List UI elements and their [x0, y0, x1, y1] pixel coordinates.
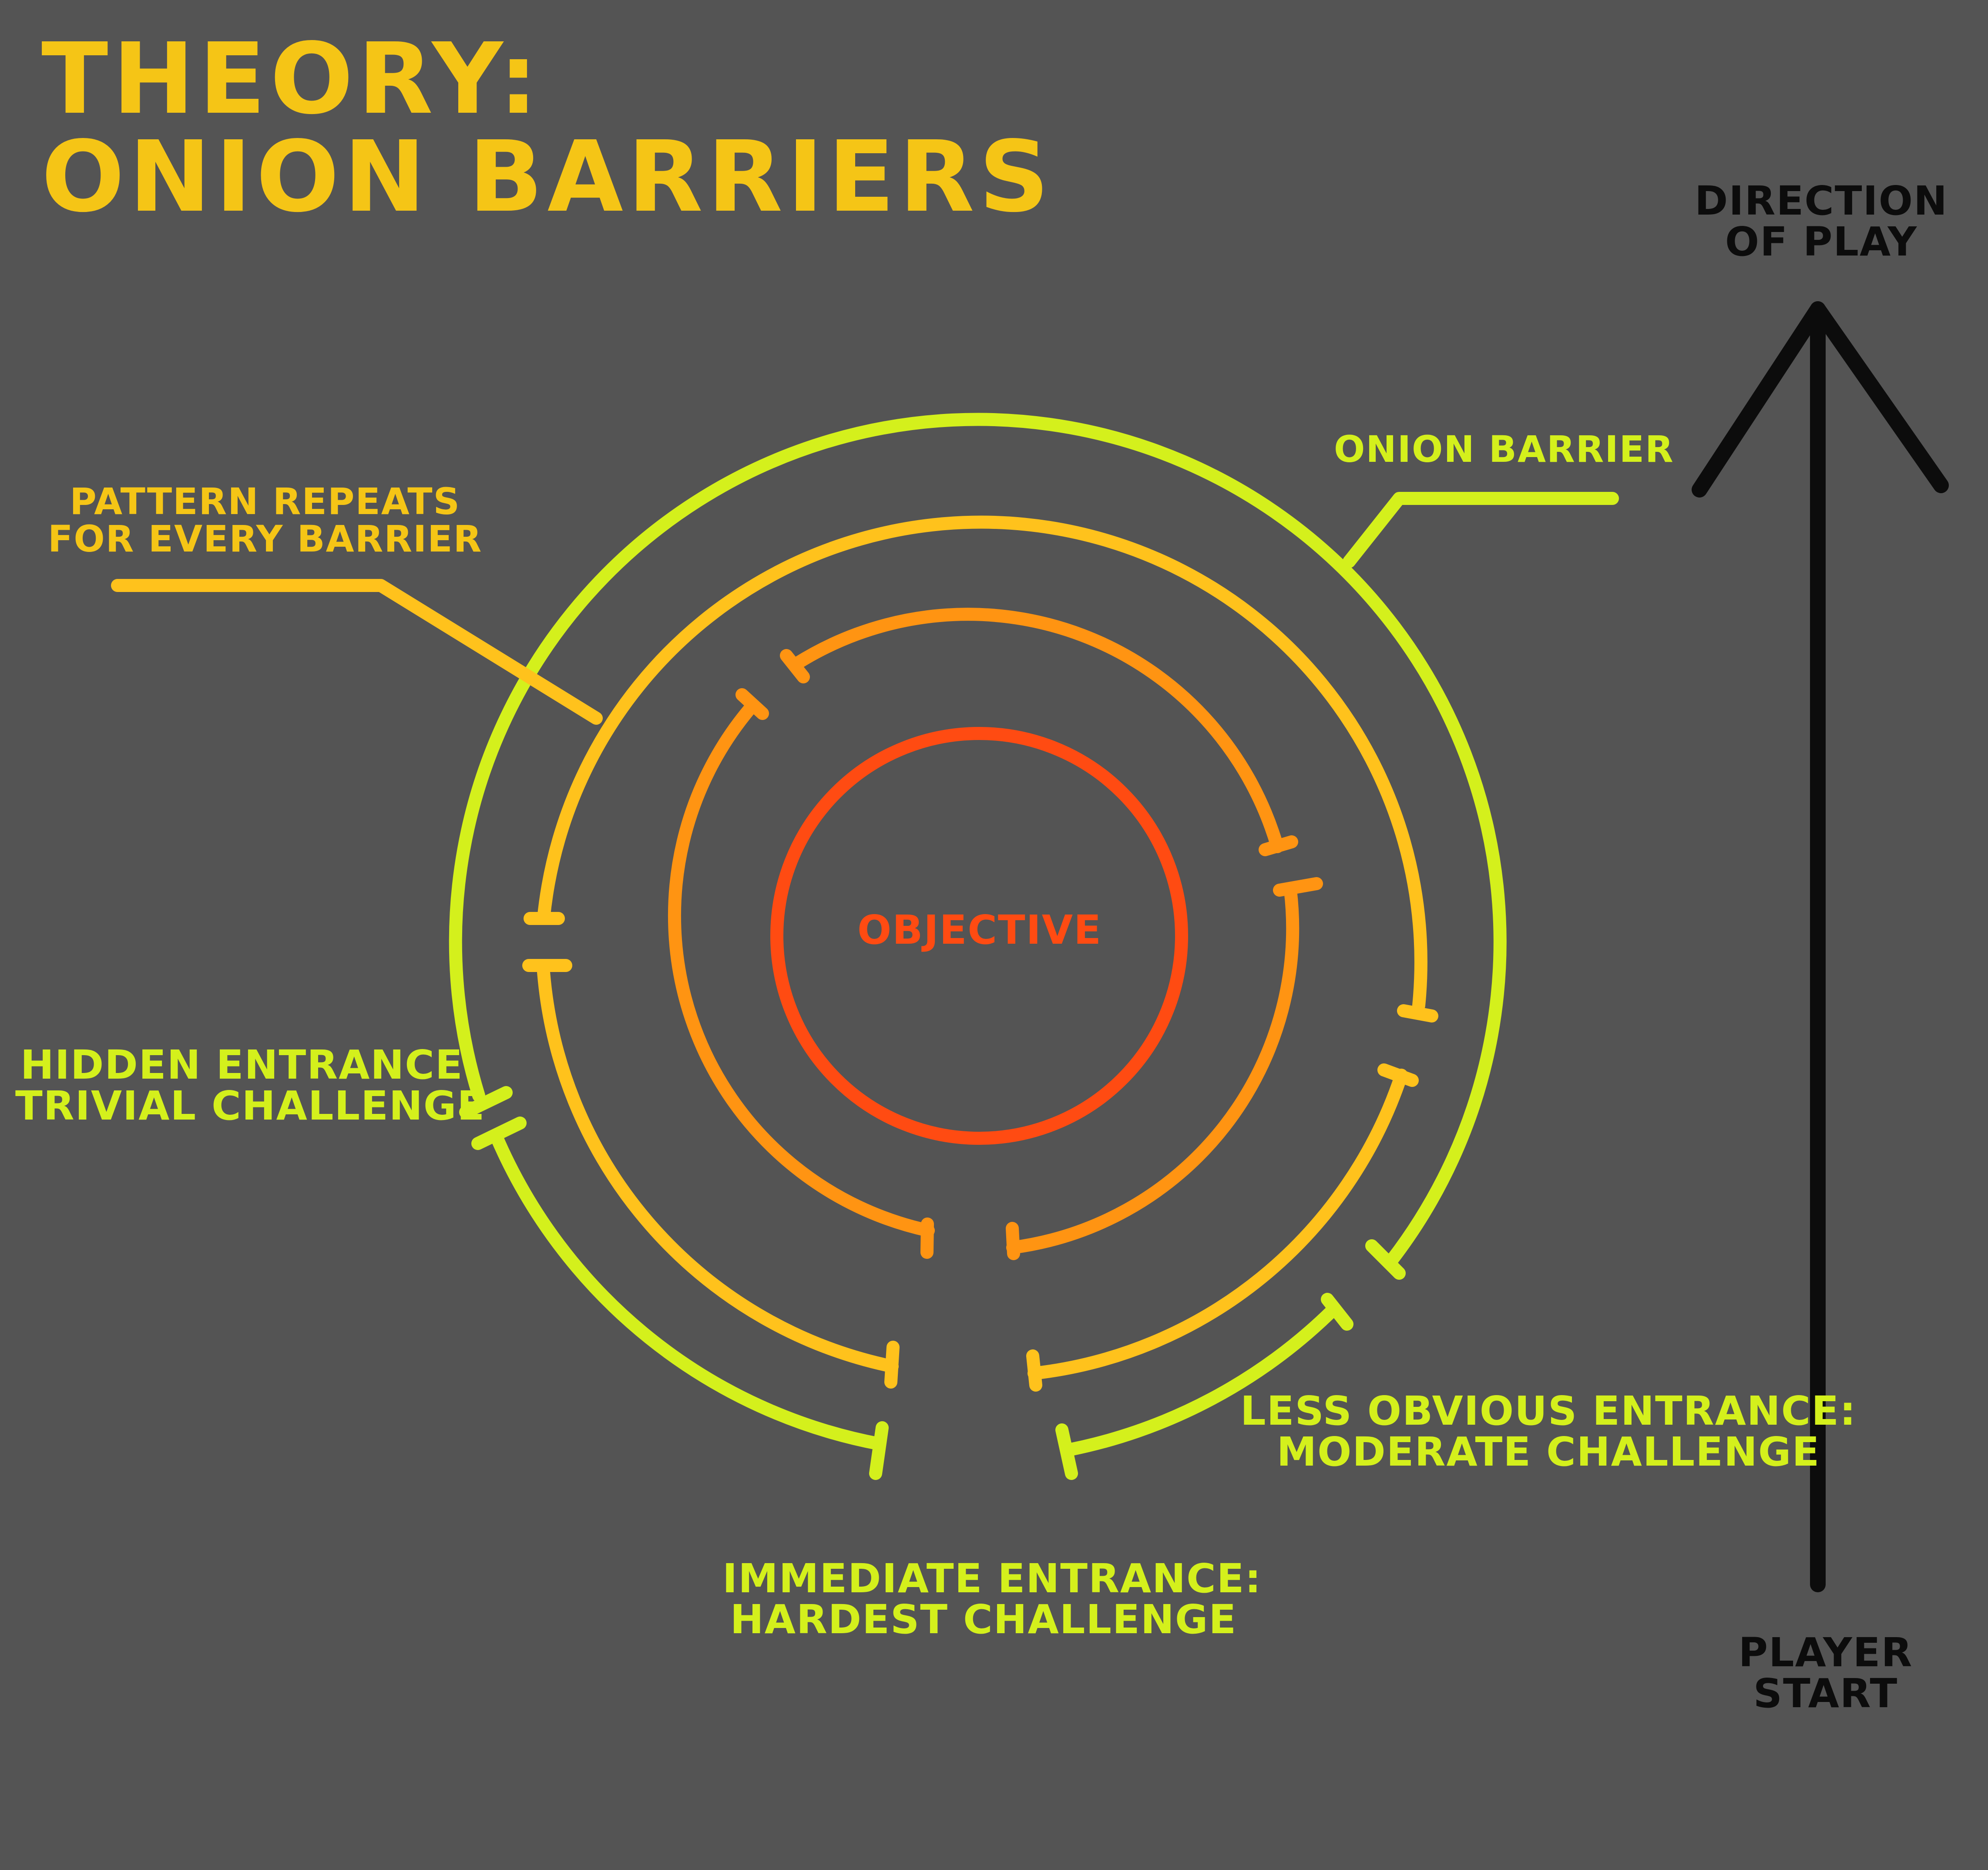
direction-line-2: OF PLAY [1725, 218, 1918, 265]
hidden-line-2: TRIVIAL CHALLENGE [15, 1082, 486, 1129]
player-start-line-2: START [1753, 1670, 1898, 1717]
player-start-line-1: PLAYER [1738, 1629, 1913, 1676]
player-start-label: PLAYER START [1708, 1632, 1943, 1714]
immediate-line-1: IMMEDIATE ENTRANCE: [722, 1555, 1262, 1602]
direction-line-1: DIRECTION [1695, 178, 1948, 224]
title-line-2: ONION BARRIERS [41, 120, 1054, 234]
title-line-1: THEORY: [41, 22, 543, 136]
direction-of-play-label: DIRECTION OF PLAY [1686, 181, 1956, 262]
immediate-entrance-label: IMMEDIATE ENTRANCE: HARDEST CHALLENGE [722, 1555, 1262, 1643]
direction-arrow [1692, 301, 1949, 1592]
pattern-leader-line [111, 579, 603, 725]
less-obvious-entrance-label: LESS OBVIOUS ENTRANCE: MODERATE CHALLENG… [1240, 1391, 1857, 1473]
hidden-entrance-label: HIDDEN ENTRANCE: TRIVIAL CHALLENGE [15, 1045, 485, 1127]
onion-barrier-label: ONION BARRIER [1334, 428, 1674, 471]
pattern-line-1: PATTERN REPEATS [70, 480, 461, 523]
outer-barrier [449, 413, 1507, 1480]
pattern-repeats-label: PATTERN REPEATS FOR EVERY BARRIER [48, 483, 482, 558]
middle-barrier [522, 515, 1438, 1392]
page-title: THEORY: ONION BARRIERS [41, 30, 1054, 226]
pattern-line-2: FOR EVERY BARRIER [48, 517, 483, 560]
inner-barrier [668, 608, 1323, 1260]
less-obvious-line-1: LESS OBVIOUS ENTRANCE: [1240, 1388, 1857, 1434]
immediate-line-2: HARDEST CHALLENGE [730, 1596, 1237, 1643]
onion-barrier-leader-line [1343, 492, 1619, 568]
less-obvious-line-2: MODERATE CHALLENGE [1276, 1428, 1820, 1475]
objective-label: OBJECTIVE [857, 907, 1102, 953]
hidden-line-1: HIDDEN ENTRANCE: [20, 1042, 480, 1088]
objective-ring [770, 727, 1188, 1145]
